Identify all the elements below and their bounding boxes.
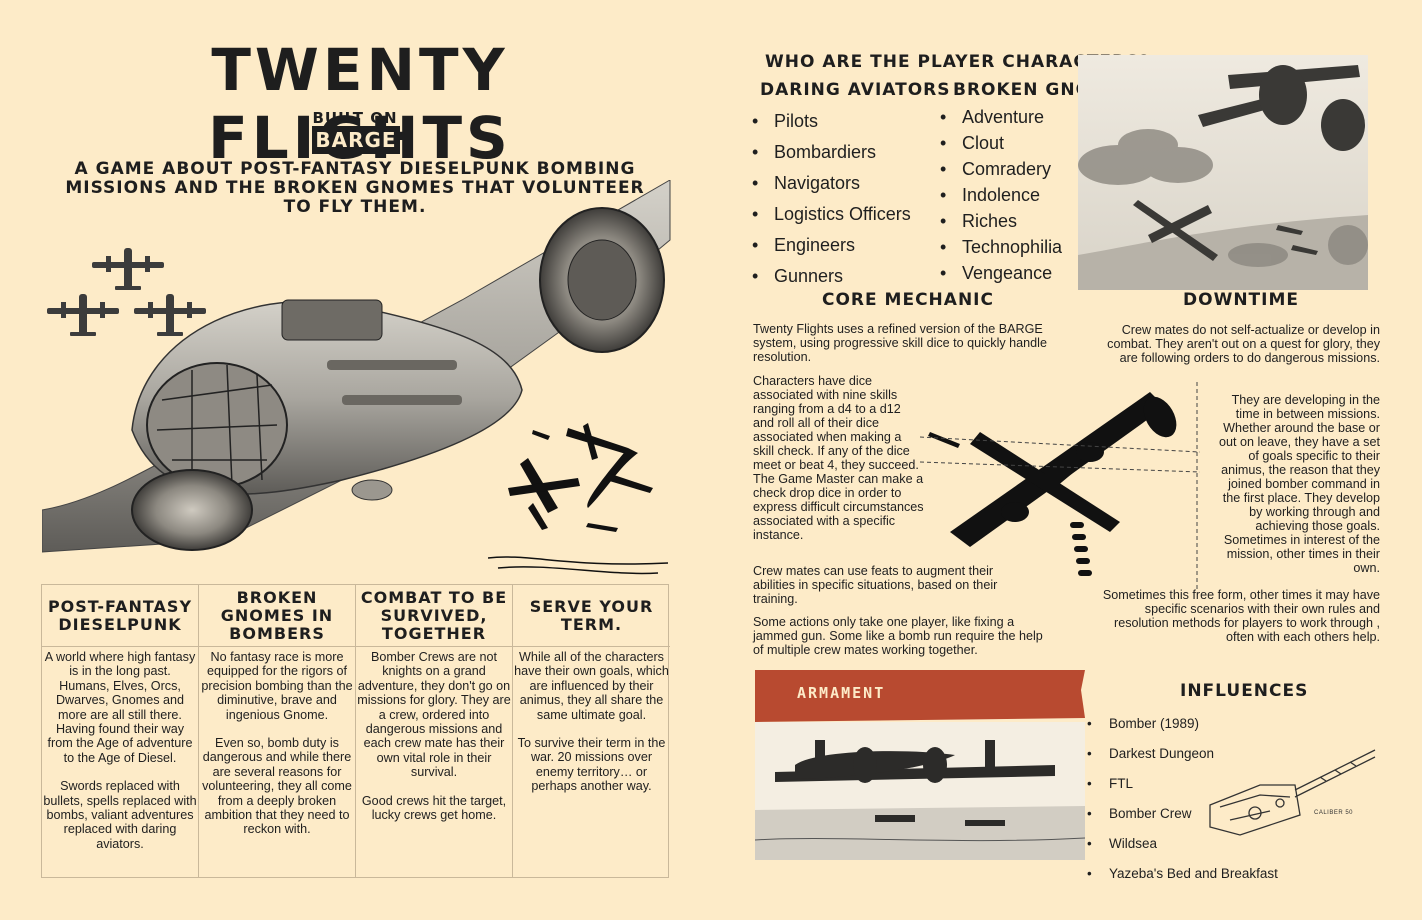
feature-paragraph: Bomber Crews are not knights on a grand …: [357, 650, 511, 780]
list-item: Pilots: [752, 111, 942, 142]
list-item: Bombardiers: [752, 142, 942, 173]
list-item: Darkest Dungeon: [1087, 746, 1297, 776]
caliber-label: CALIBER 50: [1314, 810, 1354, 816]
list-item: Bomber (1989): [1087, 716, 1297, 746]
core-mechanic-feats: Crew mates can use feats to augment thei…: [753, 564, 998, 606]
feature-paragraph: Even so, bomb duty is dangerous and whil…: [202, 736, 352, 837]
core-mechanic-teamwork: Some actions only take one player, like …: [753, 615, 1043, 657]
downtime-development: They are developing in the time in betwe…: [1218, 393, 1380, 575]
feature-heading: POST-FANTASY DIESELPUNK: [42, 585, 198, 647]
downtime-intro: Crew mates do not self-actualize or deve…: [1107, 323, 1380, 365]
barge-logo: BARGE: [312, 126, 400, 154]
bomber-bomb-drop-illustration: [920, 382, 1201, 592]
plane-formation-illustration: [47, 248, 206, 336]
downtime-scenarios: Sometimes this free form, other times it…: [1102, 588, 1380, 644]
influences-list: Bomber (1989) Darkest Dungeon FTL Bomber…: [1087, 716, 1297, 896]
bomber-nose-illustration: [42, 180, 671, 553]
machine-gun-illustration: [1209, 749, 1376, 836]
feature-paragraph: While all of the characters have their o…: [514, 650, 669, 722]
list-item: Wildsea: [1087, 836, 1297, 866]
list-item: Engineers: [752, 235, 942, 266]
armament-illustration: [755, 670, 1085, 860]
feature-paragraph: Swords replaced with bullets, spells rep…: [43, 779, 197, 851]
core-mechanic-intro: Twenty Flights uses a refined version of…: [753, 322, 1047, 364]
list-item: Gunners: [752, 266, 942, 297]
feature-paragraph: To survive their term in the war. 20 mis…: [517, 736, 666, 794]
downtime-heading: DOWNTIME: [1183, 290, 1299, 310]
list-item: Bomber Crew: [1087, 806, 1297, 836]
feature-heading: SERVE YOUR TERM.: [513, 585, 670, 647]
list-item: Riches: [940, 211, 1090, 237]
feature-column: POST-FANTASY DIESELPUNK A world where hi…: [42, 585, 199, 877]
feature-body: No fantasy race is more equipped for the…: [199, 647, 355, 837]
feature-body: A world where high fantasy is in the lon…: [42, 647, 198, 851]
list-item: Indolence: [940, 185, 1090, 211]
feature-columns: POST-FANTASY DIESELPUNK A world where hi…: [41, 584, 670, 878]
formation-plane: [47, 248, 206, 336]
tagline: A GAME ABOUT POST-FANTASY DIESELPUNK BOM…: [65, 159, 645, 217]
feature-column: COMBAT TO BE SURVIVED, TOGETHER Bomber C…: [356, 585, 513, 877]
aviators-list: Pilots Bombardiers Navigators Logistics …: [752, 111, 942, 297]
feature-paragraph: A world where high fantasy is in the lon…: [44, 650, 196, 765]
bombing-raid-illustration: [1078, 55, 1368, 290]
built-on-label: BUILT ON: [312, 109, 398, 127]
feature-paragraph: No fantasy race is more equipped for the…: [201, 650, 353, 722]
core-mechanic-dice: Characters have dice associated with nin…: [753, 374, 924, 542]
feature-body: While all of the characters have their o…: [513, 647, 670, 794]
influences-heading: INFLUENCES: [1180, 681, 1309, 701]
feature-heading: BROKEN GNOMES IN BOMBERS: [199, 585, 355, 647]
core-mechanic-heading: CORE MECHANIC: [822, 290, 994, 310]
feature-heading: COMBAT TO BE SURVIVED, TOGETHER: [356, 585, 512, 647]
feature-column: SERVE YOUR TERM. While all of the charac…: [513, 585, 670, 877]
list-item: Vengeance: [940, 263, 1090, 289]
aviators-heading: DARING AVIATORS: [760, 80, 951, 100]
list-item: Logistics Officers: [752, 204, 942, 235]
dogfight-illustration: [488, 423, 668, 575]
list-item: Adventure: [940, 107, 1090, 133]
feature-paragraph: Good crews hit the target, lucky crews g…: [361, 793, 507, 823]
feature-body: Bomber Crews are not knights on a grand …: [356, 647, 512, 822]
list-item: FTL: [1087, 776, 1297, 806]
list-item: Clout: [940, 133, 1090, 159]
armament-label: ARMAMENT: [797, 684, 886, 702]
list-item: Comradery: [940, 159, 1090, 185]
gnomes-list: Adventure Clout Comradery Indolence Rich…: [940, 107, 1090, 289]
feature-column: BROKEN GNOMES IN BOMBERS No fantasy race…: [199, 585, 356, 877]
list-item: Technophilia: [940, 237, 1090, 263]
list-item: Navigators: [752, 173, 942, 204]
player-characters-question: WHO ARE THE PLAYER CHARACTERS?: [765, 52, 1151, 72]
list-item: Yazeba's Bed and Breakfast: [1087, 866, 1297, 896]
